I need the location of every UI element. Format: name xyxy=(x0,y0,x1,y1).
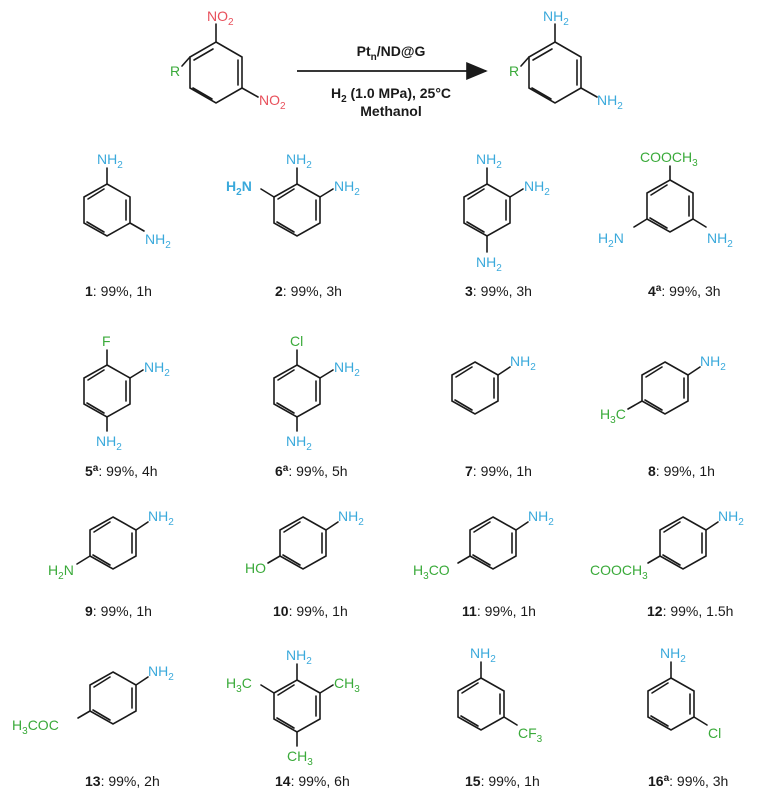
svg-text:COOCH3: COOCH3 xyxy=(590,562,648,582)
compound-13-caption: 13: 99%, 2h xyxy=(85,773,160,789)
svg-text:NH2: NH2 xyxy=(718,508,744,528)
compound-12-caption: 12: 99%, 1.5h xyxy=(647,603,733,619)
nitro-bottom-label: NO2 xyxy=(259,92,286,112)
svg-text:NH2: NH2 xyxy=(476,151,502,171)
svg-text:H3C: H3C xyxy=(226,675,252,695)
svg-text:NH2: NH2 xyxy=(144,359,170,379)
svg-text:H2N: H2N xyxy=(226,178,252,198)
compound-3-structure: NH2 NH2 NH2 xyxy=(463,151,550,274)
svg-text:NH2: NH2 xyxy=(528,508,554,528)
svg-text:H2N: H2N xyxy=(598,230,624,250)
svg-text:NH2: NH2 xyxy=(286,647,312,667)
svg-text:NH2: NH2 xyxy=(97,151,123,171)
svg-text:F: F xyxy=(102,333,111,349)
compound-11-caption: 11: 99%, 1h xyxy=(462,603,536,619)
svg-text:H3COC: H3COC xyxy=(12,717,59,737)
compound-8-caption: 8: 99%, 1h xyxy=(648,463,715,479)
svg-text:H3CO: H3CO xyxy=(413,562,450,582)
svg-text:CF3: CF3 xyxy=(518,725,543,745)
svg-text:H2N: H2N xyxy=(48,562,74,582)
compound-14-caption: 14: 99%, 6h xyxy=(275,773,350,789)
compound-4-caption: 4a: 99%, 3h xyxy=(648,283,721,299)
svg-text:NH2: NH2 xyxy=(660,645,686,665)
conditions-line2: Methanol xyxy=(360,103,421,119)
reactant-structure: NO2 NO2 R xyxy=(170,8,286,112)
svg-text:NH2: NH2 xyxy=(338,508,364,528)
svg-text:Cl: Cl xyxy=(290,333,303,349)
compound-2-structure: NH2 NH2 H2N xyxy=(226,151,360,237)
compound-10-caption: 10: 99%, 1h xyxy=(273,603,348,619)
amine-top-label: NH2 xyxy=(543,8,569,28)
compound-8-structure: NH2 H3C xyxy=(600,353,726,426)
compound-5-caption: 5a: 99%, 4h xyxy=(85,463,158,479)
compound-10-structure: NH2 HO xyxy=(245,508,364,576)
amine-bottom-label: NH2 xyxy=(597,92,623,112)
svg-text:HO: HO xyxy=(245,560,266,576)
compound-1-structure: NH2 NH2 xyxy=(83,151,171,251)
compound-16-structure: NH2 Cl xyxy=(647,645,721,741)
compound-6-caption: 6a: 99%, 5h xyxy=(275,463,348,479)
reactant-r-label: R xyxy=(170,63,180,79)
nitro-top-label: NO2 xyxy=(207,8,234,28)
svg-text:NH2: NH2 xyxy=(707,230,733,250)
compound-7-caption: 7: 99%, 1h xyxy=(465,463,532,479)
compound-1-caption: 1: 99%, 1h xyxy=(85,283,152,299)
compound-15-caption: 15: 99%, 1h xyxy=(465,773,540,789)
compound-12-structure: NH2 COOCH3 xyxy=(590,508,744,582)
compound-15-structure: NH2 CF3 xyxy=(457,645,543,745)
svg-text:NH2: NH2 xyxy=(286,433,312,453)
compound-16-caption: 16a: 99%, 3h xyxy=(648,773,728,789)
svg-text:NH2: NH2 xyxy=(524,178,550,198)
conditions-line1: H2 (1.0 MPa), 25°C xyxy=(331,85,451,105)
compound-2-caption: 2: 99%, 3h xyxy=(275,283,342,299)
catalyst-label: Ptn/ND@G xyxy=(357,43,426,63)
product-structure: NH2 NH2 R xyxy=(509,8,623,112)
compound-9-structure: NH2 H2N xyxy=(48,508,174,582)
svg-text:NH2: NH2 xyxy=(510,353,536,373)
compound-11-structure: NH2 H3CO xyxy=(413,508,554,582)
compound-13-structure: NH2 H3COC xyxy=(12,663,174,737)
svg-text:NH2: NH2 xyxy=(148,508,174,528)
product-r-label: R xyxy=(509,63,519,79)
svg-text:CH3: CH3 xyxy=(334,675,360,695)
svg-text:COOCH3: COOCH3 xyxy=(640,149,698,169)
svg-text:NH2: NH2 xyxy=(476,254,502,274)
svg-text:NH2: NH2 xyxy=(700,353,726,373)
svg-text:NH2: NH2 xyxy=(470,645,496,665)
svg-text:NH2: NH2 xyxy=(148,663,174,683)
compound-4-structure: COOCH3 NH2 H2N xyxy=(598,149,733,250)
compound-6-structure: Cl NH2 NH2 xyxy=(273,333,360,453)
svg-text:NH2: NH2 xyxy=(145,231,171,251)
svg-text:H3C: H3C xyxy=(600,406,626,426)
svg-text:NH2: NH2 xyxy=(286,151,312,171)
svg-text:Cl: Cl xyxy=(708,725,721,741)
compound-3-caption: 3: 99%, 3h xyxy=(465,283,532,299)
compound-14-structure: NH2 CH3 H3C CH3 xyxy=(226,647,360,768)
compound-7-structure: NH2 xyxy=(451,353,536,415)
svg-text:NH2: NH2 xyxy=(334,359,360,379)
compound-9-caption: 9: 99%, 1h xyxy=(85,603,152,619)
svg-text:CH3: CH3 xyxy=(287,748,313,768)
svg-text:NH2: NH2 xyxy=(96,433,122,453)
compound-5-structure: F NH2 NH2 xyxy=(83,333,170,453)
svg-text:NH2: NH2 xyxy=(334,178,360,198)
